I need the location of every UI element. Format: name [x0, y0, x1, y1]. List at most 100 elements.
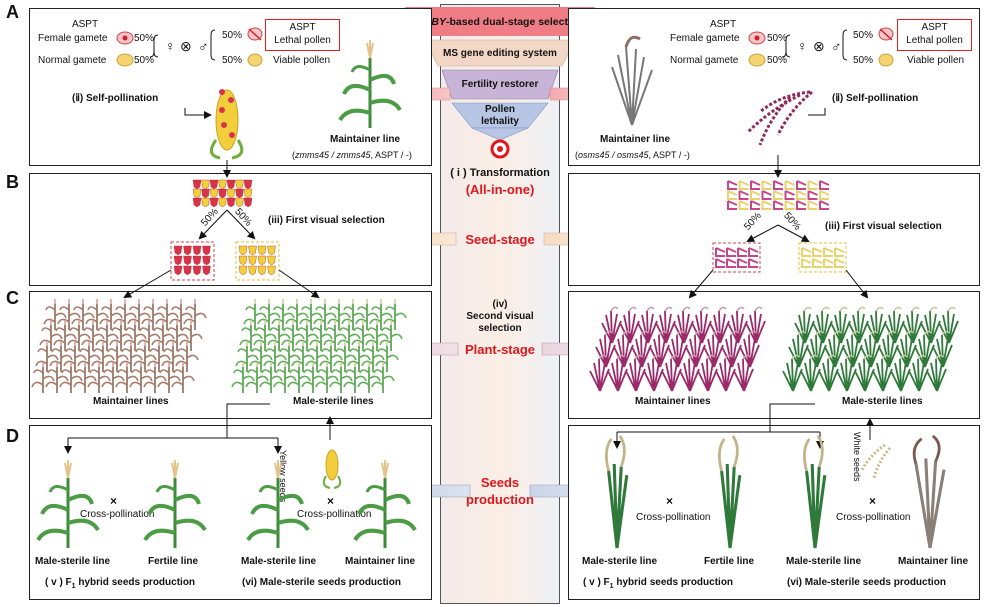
seed-icon [218, 179, 227, 190]
left-corn-ear-icon [209, 89, 244, 160]
seed-stage-label: Seed-stage [465, 232, 535, 247]
rice-plant-icon [848, 310, 869, 344]
right-female-pct: 50% [767, 33, 788, 44]
rice-plant-icon [613, 334, 634, 368]
yellow-seed-icon [267, 265, 276, 276]
maize-leaf-icon [291, 348, 315, 367]
rice-head-icon [839, 306, 848, 312]
rice-head-icon [827, 354, 836, 360]
maize-leaf-icon [257, 306, 281, 325]
right-rice-panicle-icon [746, 90, 813, 146]
rice-plant-icon [709, 310, 730, 344]
rice-head-icon [712, 330, 721, 336]
red-seed-icon [202, 265, 211, 276]
rice-plant-icon [619, 310, 640, 344]
funnel-pollen-lethality: Pollen lethality [481, 104, 519, 127]
maize-leaf-icon [161, 348, 185, 367]
funnel-fertility-restorer: Fertility restorer [461, 79, 539, 90]
left-yellow-seeds-group [238, 245, 276, 276]
left-cross-symbol: ⊗ [180, 38, 192, 54]
maize-leaf-icon [347, 348, 371, 367]
transformation-label: ( i ) Transformation [450, 167, 550, 179]
right-d-ms-plant-1 [604, 434, 629, 550]
left-cross-1: Cross-pollination [80, 509, 155, 520]
maize-leaf-icon [63, 348, 87, 367]
rice-plant-icon [679, 358, 700, 392]
rice-plant-icon [842, 334, 863, 368]
seed-icon [192, 188, 202, 199]
rice-head-icon [730, 330, 739, 336]
left-times-2: × [327, 494, 335, 508]
rice-plant-icon [812, 310, 833, 344]
maize-leaf-icon [123, 327, 147, 346]
rice-seed-icon [761, 200, 772, 210]
left-yellow-seed-box [235, 241, 280, 281]
left-self-pollination: (ⅱ) Self-pollination [72, 93, 159, 104]
rice-plant-icon [872, 358, 893, 392]
maize-leaf-icon [43, 306, 67, 325]
rice-head-icon [947, 306, 956, 312]
seed-icon [226, 197, 236, 208]
rice-head-icon [863, 354, 872, 360]
right-purple-seeds [715, 247, 759, 268]
right-genotype: (osms45 / osms45, ASPT / -) [575, 150, 690, 160]
right-male-sterile-lines: Male-sterile lines [842, 396, 923, 407]
red-seed-icon [192, 245, 202, 256]
red-seed-icon [183, 265, 192, 276]
left-red-seeds [173, 245, 211, 276]
rice-head-icon [598, 354, 607, 360]
maize-leaf-icon [147, 348, 171, 367]
rice-plant-icon [896, 334, 917, 368]
right-normal-gamete-icon [748, 53, 766, 67]
rice-plant-icon [794, 310, 815, 344]
rice-plant-icon [824, 334, 845, 368]
left-viable-pollen-icon [247, 53, 263, 67]
second-selection-label: (iv) Second visual selection [466, 299, 534, 334]
panel-d-left [29, 425, 432, 600]
maize-leaf-icon [351, 327, 375, 346]
maize-leaf-icon [169, 306, 193, 325]
maize-leaf-icon [109, 327, 133, 346]
rice-seed-icon [819, 200, 830, 210]
maize-leaf-icon [375, 348, 399, 367]
rice-head-icon [616, 354, 625, 360]
maize-leaf-icon [281, 327, 305, 346]
maize-leaf-icon [383, 306, 407, 325]
rice-seed-icon [773, 200, 784, 210]
rice-plant-icon [830, 310, 851, 344]
rice-head-icon [935, 354, 944, 360]
right-purple-seed-box [712, 242, 761, 273]
red-seed-icon [192, 255, 202, 266]
seed-icon [243, 188, 253, 199]
rice-plant-icon [703, 334, 724, 368]
rice-seed-icon [784, 200, 795, 210]
maize-leaf-icon [59, 369, 83, 388]
maize-leaf-icon [337, 327, 361, 346]
maize-leaf-icon [341, 306, 365, 325]
right-cross-symbol: ⊗ [813, 38, 825, 54]
rice-head-icon [941, 330, 950, 336]
seed-icon [226, 188, 236, 199]
left-aspt-label: ASPT [71, 19, 99, 30]
rice-plant-icon [866, 310, 887, 344]
row-label-d: D [6, 426, 19, 446]
seed-icon [209, 188, 219, 199]
rice-plant-icon [878, 334, 899, 368]
rice-seed-icon [784, 190, 795, 200]
seed-icon [235, 188, 244, 199]
right-viable-pct: 50% [853, 55, 874, 66]
rice-head-icon [646, 306, 655, 312]
maize-leaf-icon [105, 348, 129, 367]
maize-leaf-icon [357, 369, 381, 388]
rice-plant-icon [920, 310, 941, 344]
maize-leaf-icon [143, 369, 167, 388]
rice-plant-icon [908, 358, 929, 392]
yellow-seed-icon [238, 255, 248, 266]
rice-plant-icon [691, 310, 712, 344]
seed-icon [235, 179, 244, 190]
yellow-seed-icon [257, 245, 267, 256]
rice-head-icon [676, 330, 685, 336]
rice-head-icon [923, 330, 932, 336]
right-lethal-pct: 50% [853, 30, 874, 41]
maize-leaf-icon [133, 348, 157, 367]
